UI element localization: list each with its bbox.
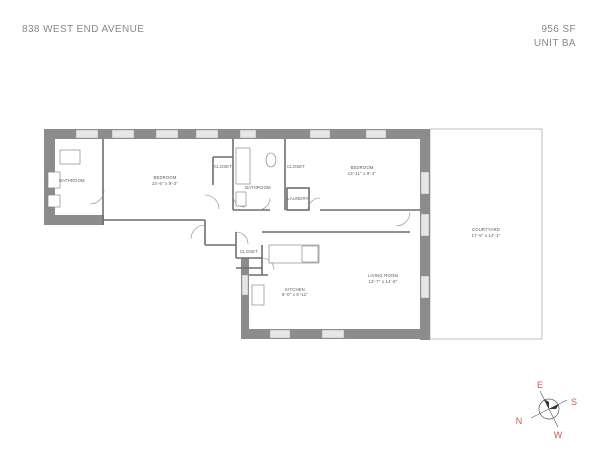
compass-east: E (537, 380, 543, 390)
toilet-mid (265, 152, 277, 168)
toilet-left (47, 194, 61, 208)
sink-mid (235, 191, 247, 207)
stove (301, 245, 319, 263)
windows (75, 129, 430, 339)
bathroom-left-label: BATHROOM (59, 178, 85, 183)
laundry-label: LAUNDRY (287, 196, 308, 201)
bathroom-mid-label: BATHROOM (245, 185, 271, 190)
closet-3-label: CLOSET (240, 249, 258, 254)
compass-south: S (571, 397, 577, 407)
living-room-dims: 12'-7" x 14'-6" (369, 279, 398, 284)
sink-left (47, 171, 61, 189)
bedroom-1-dims: 14'-6" x 9'-2" (152, 181, 179, 186)
bedroom-1-label: BEDROOM (153, 175, 176, 180)
kitchen-dims: 8'-0" x 6'-11" (282, 292, 308, 297)
unit-number: UNIT BA (533, 38, 576, 49)
closet-1-label: CLOSET (214, 164, 232, 169)
fixtures (47, 147, 320, 306)
bedroom-2-dims: 13'-11" x 9'-4" (348, 171, 377, 176)
living-room-label: LIVING ROOM (368, 273, 398, 278)
bedroom-2-label: BEDROOM (350, 165, 373, 170)
room-labels: BATHROOM BEDROOM 14'-6" x 9'-2" CLOSET B… (59, 164, 500, 297)
interior-walls (102, 139, 420, 276)
courtyard-label: COURTYARD (472, 227, 500, 232)
kitchen-sink (251, 284, 265, 306)
property-address: 838 WEST END AVENUE (22, 24, 145, 35)
bathtub (235, 147, 251, 185)
square-footage: 956 SF (541, 24, 576, 35)
kitchen-label: KITCHEN (285, 287, 305, 292)
closet-2-label: CLOSET (287, 164, 305, 169)
courtyard-dims: 17'-5" x 14'-1" (472, 233, 501, 238)
compass-north: N (516, 416, 523, 426)
compass-west: W (554, 430, 563, 440)
shower-left (59, 149, 81, 165)
compass-rose-icon: E S N W (516, 380, 577, 440)
